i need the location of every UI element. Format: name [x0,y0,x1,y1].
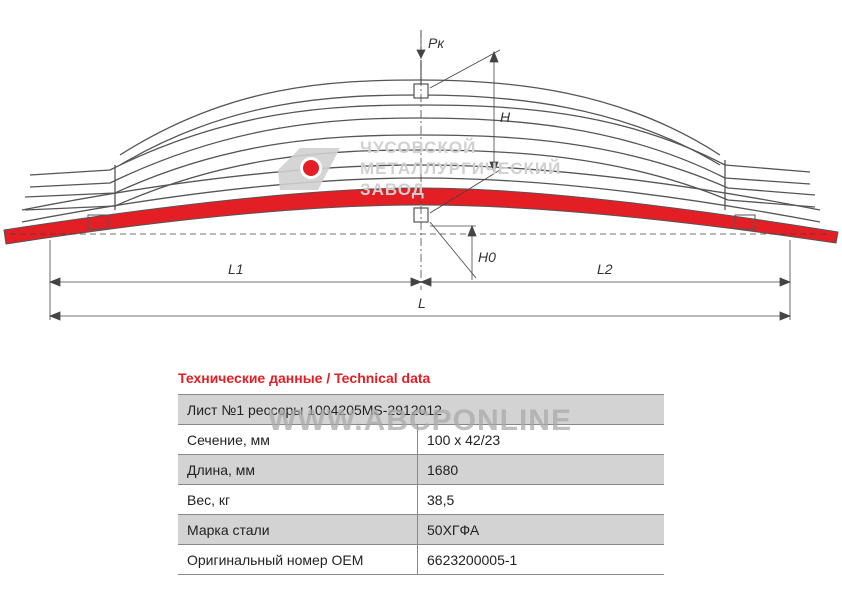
watermark-logo: ЧУСОВСКОЙ МЕТАЛЛУРГИЧЕСКИЙ ЗАВОД [278,138,561,199]
pk-label: Pк [428,35,445,51]
row-label: Длина, мм [178,454,418,485]
h-label: H [500,109,511,125]
logo-line-2: МЕТАЛЛУРГИЧЕСКИЙ [360,159,561,178]
row-value: 38,5 [417,484,664,515]
table-row: Сечение, мм 100 x 42/23 [178,424,664,455]
row-value: 100 x 42/23 [417,424,664,455]
upper-leaves [21,79,821,223]
logo-line-3: ЗАВОД [360,180,425,199]
table-row: Вес, кг 38,5 [178,484,664,515]
row-label: Марка стали [178,514,418,545]
table-row: Лист №1 рессоры 1004205MS-2912012 [178,394,664,425]
leaf-spring-drawing: Pк H H0 L1 L2 L ЧУСОВСКОЙ МЕТАЛЛУРГИЧЕСК… [3,30,839,321]
l2-label: L2 [597,261,613,277]
table-row: Марка стали 50ХГФА [178,514,664,545]
main-leaf [3,187,839,245]
main-leaf-clamps [87,214,756,230]
row-label: Оригинальный номер OEM [178,544,418,575]
row-label: Вес, кг [178,484,418,515]
h0-label: H0 [478,249,496,265]
row-value: 1680 [417,454,664,485]
l-label: L [418,295,426,311]
row-value: 50ХГФА [417,514,664,545]
l1-label: L1 [228,261,244,277]
tech-data-table: Лист №1 рессоры 1004205MS-2912012 Сечени… [178,394,664,575]
row-value: 6623200005-1 [417,544,664,575]
dimension-lines [10,30,830,321]
tech-data-title: Технические данные / Technical data [178,370,431,386]
row-label: Сечение, мм [178,424,418,455]
table-header-cell: Лист №1 рессоры 1004205MS-2912012 [178,394,664,425]
table-row: Длина, мм 1680 [178,454,664,485]
table-row: Оригинальный номер OEM 6623200005-1 [178,544,664,575]
logo-line-1: ЧУСОВСКОЙ [360,138,476,157]
